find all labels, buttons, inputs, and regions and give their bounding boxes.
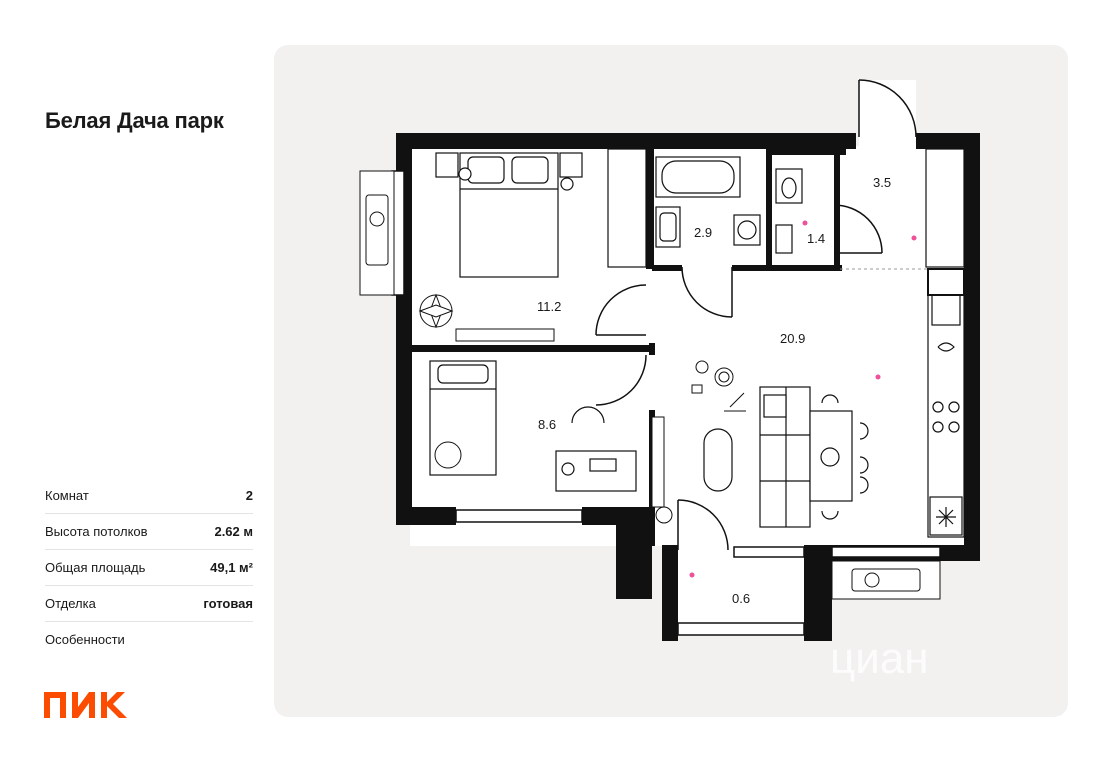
area-label-bathroom: 2.9 [694, 225, 712, 240]
ac-unit-icon [831, 560, 941, 600]
fridge-icon [927, 268, 965, 296]
area-label-bedroom: 11.2 [537, 299, 561, 314]
ac-unit-icon [359, 170, 395, 296]
doors [595, 79, 917, 551]
spec-features[interactable]: Особенности [45, 622, 253, 657]
floor-plan-drawing: 11.2 2.9 1.4 3.5 20.9 8.6 0.6 циан [359, 79, 980, 683]
spec-label: Отделка [45, 596, 96, 611]
desk-icon [555, 406, 637, 492]
kitchen-counter-icon [927, 270, 965, 538]
toys-icon [691, 360, 746, 412]
area-label-toilet: 1.4 [807, 231, 825, 246]
washing-machine-icon [733, 214, 761, 246]
plant-icon [434, 441, 462, 469]
specs-table: Комнат 2 Высота потолков 2.62 м Общая пл… [45, 478, 253, 657]
bathtub-icon [655, 156, 741, 198]
spec-label: Высота потолков [45, 524, 148, 539]
spec-value: 2 [245, 488, 253, 503]
area-label-kitchen-living: 20.9 [780, 331, 805, 346]
room-markers [689, 220, 917, 578]
spec-label: Комнат [45, 488, 89, 503]
plant-icon [418, 293, 454, 329]
spec-ceiling-height: Высота потолков 2.62 м [45, 514, 253, 550]
area-label-children-room: 8.6 [538, 417, 556, 432]
hall-wardrobe-icon [925, 148, 965, 268]
pik-logo-icon [44, 692, 127, 718]
spec-label: Особенности [45, 632, 125, 647]
windows [391, 170, 941, 636]
wardrobe-icon [607, 148, 647, 268]
rug-icon [703, 428, 733, 492]
spec-value: 2.62 м [214, 524, 253, 539]
area-label-hall: 3.5 [873, 175, 891, 190]
area-label-balcony: 0.6 [732, 591, 750, 606]
dining-table-icon [809, 394, 869, 520]
spec-finishing: Отделка готовая [45, 586, 253, 622]
tv-stand-icon [455, 328, 555, 342]
spec-total-area: Общая площадь 49,1 м² [45, 550, 253, 586]
single-bed-icon [429, 360, 497, 476]
bench-icon [651, 416, 673, 524]
project-title: Белая Дача парк [45, 108, 224, 133]
spec-value: 49,1 м² [210, 560, 253, 575]
spec-rooms: Комнат 2 [45, 478, 253, 514]
spec-label: Общая площадь [45, 560, 146, 575]
sink-icon [655, 206, 681, 248]
watermark: циан [830, 634, 929, 683]
spec-value: готовая [203, 596, 253, 611]
sofa-icon [759, 386, 811, 528]
pik-logo[interactable] [44, 692, 130, 723]
double-bed-icon [435, 152, 583, 278]
floor-plan: 11.2 2.9 1.4 3.5 20.9 8.6 0.6 циан [274, 45, 1068, 717]
toilet-icon [775, 168, 803, 254]
